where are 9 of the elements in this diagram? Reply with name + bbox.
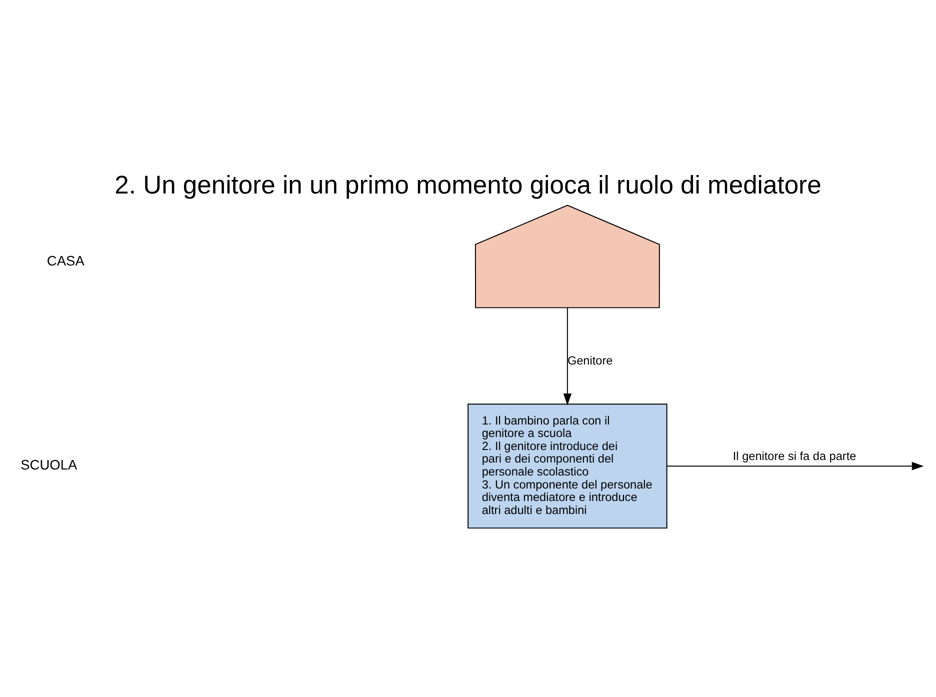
arrow (666, 462, 924, 470)
edge-label: Genitore (567, 353, 613, 368)
edge-label: Il genitore si fa da parte (732, 448, 856, 463)
label: CASA (46, 254, 84, 269)
label: SCUOLA (20, 458, 78, 473)
node-house (474, 204, 660, 308)
arrow (563, 307, 572, 406)
diagram-title: 2. Un genitore in un primo momento gioca il ruolo di mediatore (114, 171, 822, 200)
node-box: 1. Il bambino parla con il genitore a scuola 2. Il genitore introduce dei pari e dei componenti del personale scolastico 3. Un componente del personale diventa mediatore e introduce altri adulti e bambini (468, 404, 668, 529)
